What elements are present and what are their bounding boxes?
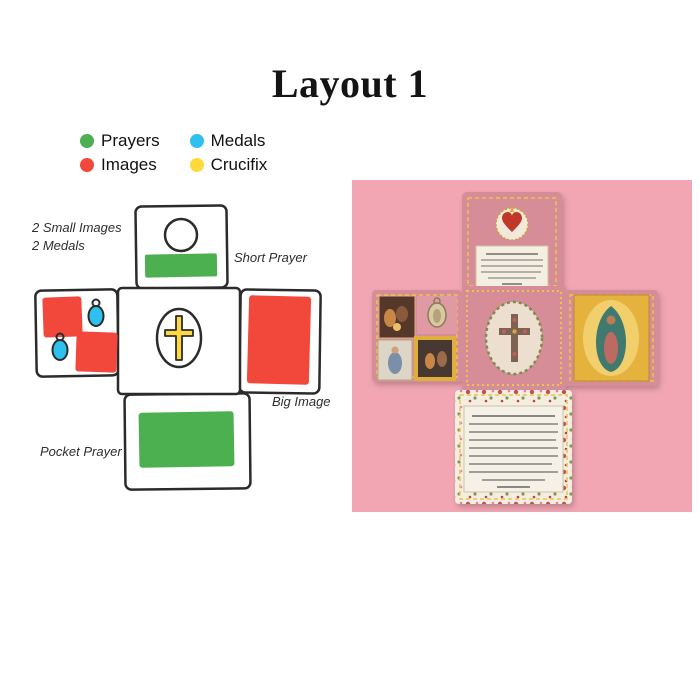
label-pocket-prayer: Pocket Prayer	[40, 444, 122, 459]
prayers-dot-icon	[80, 134, 94, 148]
legend-item-prayers: Prayers	[80, 131, 160, 151]
short-prayer-block	[144, 253, 218, 278]
medals-dot-icon	[189, 134, 204, 148]
legend-label-crucifix: Crucifix	[210, 155, 268, 174]
medal-block-1	[87, 305, 105, 327]
top-circle-outline	[163, 217, 199, 253]
legend-label-images: Images	[101, 155, 157, 174]
small-holy-card-3	[414, 336, 456, 381]
small-holy-card-1	[378, 295, 416, 339]
images-dot-icon	[80, 158, 94, 172]
page-title: Layout 1	[271, 61, 429, 106]
small-image-block-1	[42, 296, 83, 338]
legend-label-medals: Medals	[210, 131, 266, 150]
embroidered-cross-icon	[499, 314, 530, 362]
center-chain-stitch-border	[466, 290, 562, 386]
legend-label-prayers: Prayers	[101, 131, 160, 150]
legend: Prayers Images Medals Crucifix	[80, 131, 267, 175]
label-short-prayer: Short Prayer	[234, 250, 308, 265]
label-medals: 2 Medals	[31, 238, 85, 253]
reference-photo	[352, 180, 692, 517]
pocket-prayer-text-lines	[469, 415, 558, 488]
small-holy-card-2	[377, 339, 413, 381]
pocket-prayer-panel	[463, 405, 564, 493]
sacred-heart-icon	[502, 212, 522, 232]
heart-flame-icon	[510, 206, 514, 212]
medal-block-2	[51, 339, 69, 361]
short-prayer-text-lines	[481, 253, 543, 285]
fabric-cross	[372, 192, 658, 504]
big-image-block	[246, 295, 312, 385]
medal-patch	[417, 296, 457, 334]
label-small-images: 2 Small Images	[31, 220, 122, 235]
short-prayer-panel	[475, 245, 549, 289]
small-image-block-2	[75, 331, 118, 373]
guadalupe-image	[573, 294, 650, 382]
crucifix-icon	[164, 315, 194, 361]
legend-item-medals: Medals	[189, 131, 268, 151]
crucifix-dot-icon	[189, 158, 204, 172]
left-flap-stitching	[376, 294, 458, 378]
legend-item-images: Images	[80, 155, 160, 175]
label-big-image: Big Image	[272, 394, 331, 409]
legend-item-crucifix: Crucifix	[189, 155, 268, 175]
layout-diagram: 2 Small Images 2 Medals Short Prayer Big…	[28, 192, 340, 509]
pocket-prayer-block	[138, 411, 235, 468]
embroidered-wreath	[484, 300, 544, 376]
cross-flower-dots	[502, 318, 527, 356]
